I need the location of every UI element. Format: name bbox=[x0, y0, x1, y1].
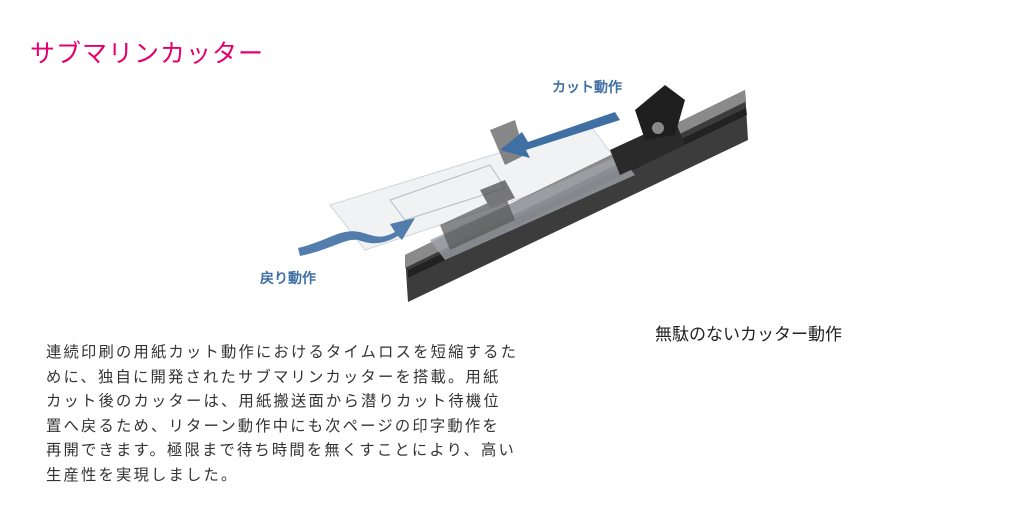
description-line: 連続印刷の用紙カット動作におけるタイムロスを短縮するた bbox=[46, 343, 519, 361]
description-text: 連続印刷の用紙カット動作におけるタイムロスを短縮するた めに、独自に開発されたサ… bbox=[46, 340, 518, 487]
return-arrow bbox=[298, 218, 415, 256]
description-line: 置へ戻るため、リターン動作中にも次ページの印字動作を bbox=[46, 416, 500, 435]
page-title: サブマリンカッター bbox=[30, 39, 265, 68]
description-line: 生産性を実現しました。 bbox=[46, 465, 239, 484]
cutter-head-cut-position bbox=[610, 85, 685, 175]
cutter-illustration bbox=[298, 85, 748, 302]
description-line: めに、独自に開発されたサブマリンカッターを搭載。用紙 bbox=[46, 367, 501, 386]
cut-arrow bbox=[500, 112, 620, 158]
cut-action-label: カット動作 bbox=[552, 80, 622, 96]
diagram-caption: 無駄のないカッター動作 bbox=[655, 325, 842, 345]
description-line: カット後のカッターは、用紙搬送面から潜りカット待機位 bbox=[46, 392, 501, 410]
description-line: 再開できます。極限まで待ち時間を無くすことにより、高い bbox=[46, 441, 516, 459]
cutter-diagram: カット動作 戻り動作 bbox=[260, 70, 760, 310]
return-action-label: 戻り動作 bbox=[260, 271, 316, 287]
